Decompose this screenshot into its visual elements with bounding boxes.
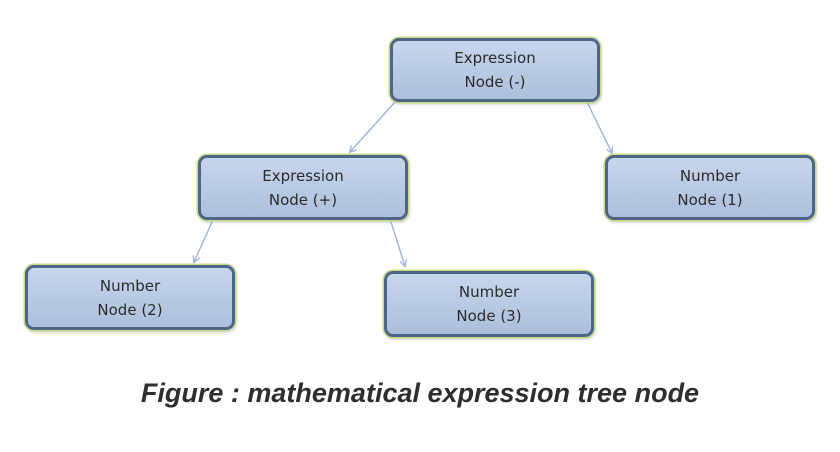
edge-plus-to-two bbox=[194, 221, 213, 262]
number-node-3: Number Node (3) bbox=[384, 271, 594, 337]
edge-plus-to-three bbox=[390, 221, 405, 266]
expression-tree-diagram: Expression Node (-) Expression Node (+) … bbox=[0, 38, 840, 360]
node-label-line1: Number bbox=[679, 166, 741, 185]
node-label-line1: Number bbox=[458, 283, 520, 301]
tree-edges bbox=[0, 101, 840, 360]
expression-node-minus: Expression Node (-) bbox=[390, 38, 600, 102]
node-label-line2: Node (-) bbox=[464, 73, 526, 91]
expression-node-plus: Expression Node (+) bbox=[198, 155, 408, 220]
node-label-line1: Expression bbox=[262, 166, 344, 185]
node-label-line1: Number bbox=[99, 276, 161, 295]
edge-root-to-plus bbox=[350, 101, 396, 152]
node-label-line2: Node (+) bbox=[268, 190, 338, 209]
edge-root-to-one bbox=[586, 101, 612, 153]
node-label-line2: Node (1) bbox=[677, 190, 743, 209]
node-label-line2: Node (2) bbox=[97, 300, 163, 319]
node-label-line2: Node (3) bbox=[456, 307, 522, 325]
number-node-1: Number Node (1) bbox=[605, 155, 815, 220]
number-node-2: Number Node (2) bbox=[25, 265, 235, 330]
figure-caption: Figure : mathematical expression tree no… bbox=[140, 378, 700, 408]
node-label-line1: Expression bbox=[454, 49, 536, 67]
